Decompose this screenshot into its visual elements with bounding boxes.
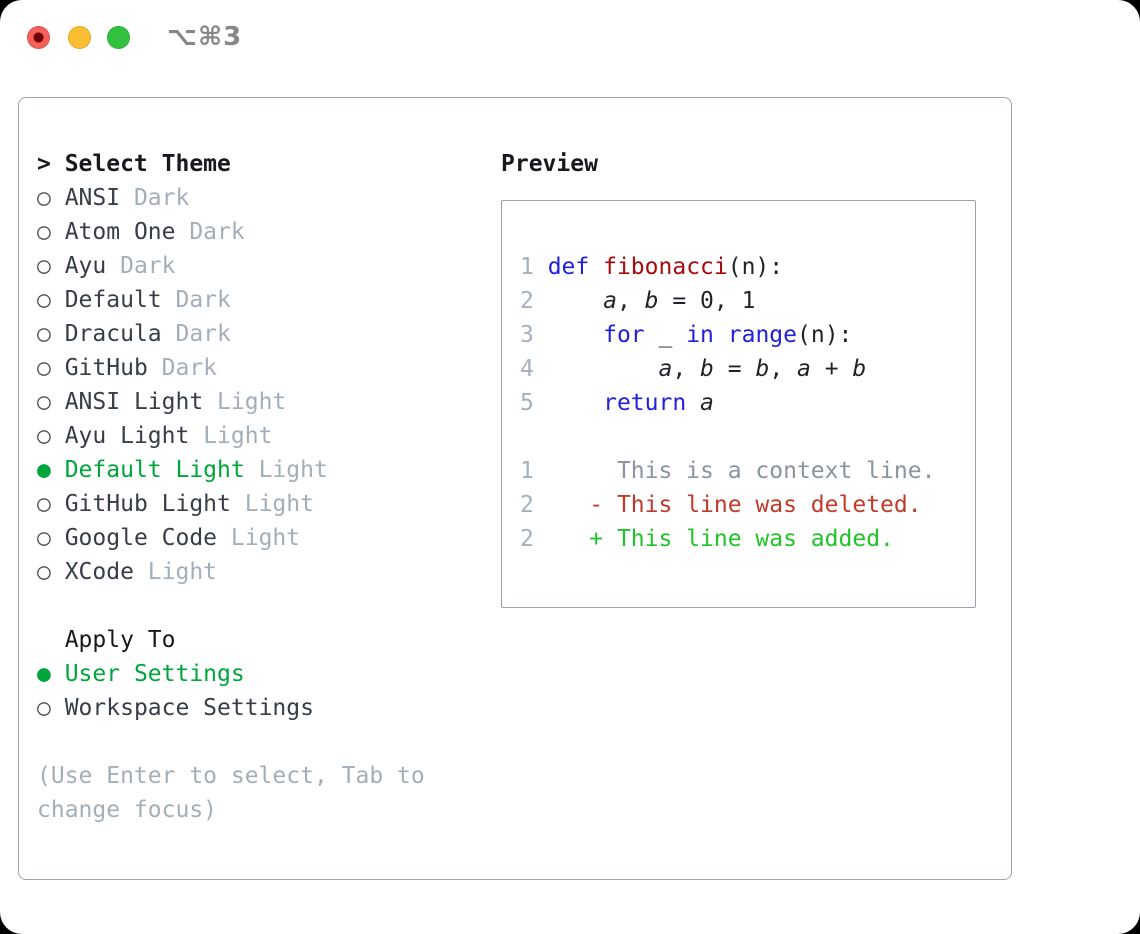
theme-option-ansi-dark[interactable]: ○ ANSI Dark: [37, 181, 1011, 215]
titlebar: ⌥⌘3: [0, 0, 1140, 97]
line-number: 2: [520, 288, 548, 314]
line-number: 1: [520, 254, 548, 280]
theme-variant: Dark: [189, 219, 245, 245]
code-line-5: 5 return a: [520, 390, 714, 416]
option-label: User Settings: [64, 661, 245, 687]
select-theme-header: > Select Theme: [37, 147, 1011, 181]
theme-option-github-light[interactable]: ○ GitHub Light Light: [37, 487, 1011, 521]
theme-option-ayu-light[interactable]: ○ Ayu Light Light: [37, 419, 1011, 453]
line-number: 2: [520, 492, 590, 518]
theme-name: Google Code: [64, 525, 231, 551]
radio-unselected-icon: ○: [37, 355, 65, 381]
theme-name: Default Light: [64, 457, 259, 483]
apply-to-header: Apply To: [37, 623, 1011, 657]
apply-option-workspace-settings[interactable]: ○ Workspace Settings: [37, 691, 1011, 725]
theme-name: Ayu Light: [64, 423, 204, 449]
close-button[interactable]: [27, 26, 50, 49]
window-shortcut-label: ⌥⌘3: [167, 22, 243, 52]
theme-option-xcode[interactable]: ○ XCode Light: [37, 555, 1011, 589]
code-line-4: 4 a, b = b, a + b: [520, 356, 867, 382]
theme-variant: Dark: [161, 355, 218, 381]
radio-unselected-icon: ○: [37, 423, 65, 449]
line-number: 2: [520, 526, 590, 552]
code-line-1: 1 def fibonacci(n):: [520, 254, 784, 280]
theme-variant: Light: [217, 389, 287, 415]
theme-option-dracula-dark[interactable]: ○ Dracula Dark: [37, 317, 1011, 351]
preview-box: 1 def fibonacci(n): 2 a, b = 0, 1 3 for _ …: [501, 200, 976, 608]
radio-unselected-icon: ○: [37, 185, 65, 211]
theme-name: Ayu: [64, 253, 121, 279]
theme-variant: Light: [203, 423, 273, 449]
radio-unselected-icon: ○: [37, 253, 65, 279]
theme-option-google-code[interactable]: ○ Google Code Light: [37, 521, 1011, 555]
theme-name: Atom One: [64, 219, 190, 245]
theme-name: Dracula: [64, 321, 176, 347]
theme-variant: Dark: [175, 321, 231, 347]
theme-variant: Dark: [120, 253, 176, 279]
theme-name: XCode: [64, 559, 148, 585]
code-line-3: 3 for _ in range(n):: [520, 322, 853, 348]
theme-name: GitHub Light: [64, 491, 245, 517]
theme-list: > Select Theme○ ANSI Dark○ Atom One Dark…: [37, 147, 1011, 725]
radio-unselected-icon: ○: [37, 695, 65, 721]
radio-unselected-icon: ○: [37, 287, 65, 313]
radio-selected-icon: ●: [37, 661, 65, 687]
radio-selected-icon: ●: [37, 457, 65, 483]
radio-unselected-icon: ○: [37, 491, 65, 517]
line-number: 4: [520, 356, 548, 382]
code-line-2: 2 a, b = 0, 1: [520, 288, 756, 314]
theme-variant: Light: [147, 559, 218, 585]
theme-option-atom-one-dark[interactable]: ○ Atom One Dark: [37, 215, 1011, 249]
theme-variant: Dark: [175, 287, 231, 313]
theme-variant: Light: [258, 457, 328, 483]
line-number: 3: [520, 322, 548, 348]
theme-name: ANSI: [64, 185, 134, 211]
radio-unselected-icon: ○: [37, 389, 65, 415]
preview-title: Preview: [501, 151, 598, 177]
zoom-button[interactable]: [107, 26, 130, 49]
diff-deleted-line: 2 - This line was deleted.: [520, 492, 922, 518]
spacer: [520, 420, 975, 454]
line-number: 5: [520, 390, 548, 416]
diff-added-line: 2 + This line was added.: [520, 526, 894, 552]
option-label: Workspace Settings: [64, 695, 314, 721]
theme-option-github-dark[interactable]: ○ GitHub Dark: [37, 351, 1011, 385]
theme-name: ANSI Light: [64, 389, 218, 415]
select-theme-title: > Select Theme: [37, 151, 231, 177]
theme-option-default-dark[interactable]: ○ Default Dark: [37, 283, 1011, 317]
hint-text: (Use Enter to select, Tab to change focu…: [37, 763, 425, 823]
theme-name: Default: [64, 287, 176, 313]
radio-unselected-icon: ○: [37, 559, 65, 585]
minimize-button[interactable]: [68, 26, 91, 49]
theme-option-ansi-light[interactable]: ○ ANSI Light Light: [37, 385, 1011, 419]
diff-context-line: 1 This is a context line.: [520, 458, 936, 484]
radio-unselected-icon: ○: [37, 321, 65, 347]
theme-option-ayu-dark[interactable]: ○ Ayu Dark: [37, 249, 1011, 283]
theme-variant: Light: [244, 491, 314, 517]
theme-variant: Dark: [133, 185, 190, 211]
radio-unselected-icon: ○: [37, 525, 65, 551]
line-number: 1: [520, 458, 617, 484]
theme-name: GitHub: [64, 355, 162, 381]
theme-variant: Light: [230, 525, 301, 551]
apply-to-title: Apply To: [37, 627, 176, 653]
theme-option-default-light-selected[interactable]: ● Default Light Light: [37, 453, 1011, 487]
apply-option-user-settings[interactable]: ● User Settings: [37, 657, 1011, 691]
preview-panel: Preview 1 def fibonacci(n): 2 a, b = 0, 1…: [501, 147, 976, 608]
radio-unselected-icon: ○: [37, 219, 65, 245]
settings-panel: > Select Theme○ ANSI Dark○ Atom One Dark…: [18, 97, 1012, 880]
